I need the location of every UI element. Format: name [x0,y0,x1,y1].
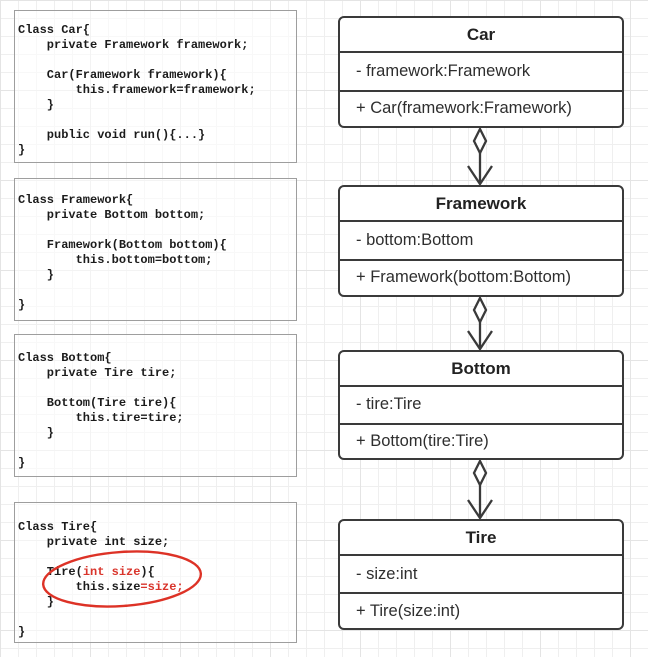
code-line: } [18,98,55,112]
open-arrowhead-icon [467,330,493,352]
code-line: private Bottom bottom; [18,208,206,222]
aggregation-arrow-framework-bottom [467,295,493,352]
aggregation-diamond-icon [472,295,488,325]
ellipse-outline [41,550,203,608]
uml-class-attribute: - size:int [340,556,622,595]
uml-class-tire: Tire - size:int + Tire(size:int) [338,519,624,630]
code-line [18,441,294,456]
aggregation-arrow-bottom-tire [467,458,493,521]
code-line: Car(Framework framework){ [18,68,227,82]
code-line [18,381,294,396]
code-line: Class Bottom{ [18,351,112,365]
code-line: this.size=size; [18,580,184,594]
uml-class-framework: Framework - bottom:Bottom + Framework(bo… [338,185,624,297]
uml-class-title: Framework [340,187,622,222]
uml-class-bottom: Bottom - tire:Tire + Bottom(tire:Tire) [338,350,624,460]
code-line: Class Framework{ [18,193,134,207]
code-line: } [18,426,55,440]
code-line: Bottom(Tire tire){ [18,396,177,410]
code-line [18,113,294,128]
code-line: } [18,595,55,609]
uml-class-method: + Car(framework:Framework) [356,99,572,118]
code-snippet-car: Class Car{ private Framework framework; … [14,10,297,163]
code-line: this.tire=tire; [18,411,184,425]
open-arrowhead-icon [467,499,493,521]
red-ellipse-annotation [41,550,203,608]
code-line: } [18,456,26,470]
code-line: public void run(){...} [18,128,206,142]
uml-class-attribute: - bottom:Bottom [340,222,622,261]
uml-class-title: Tire [340,521,622,556]
code-line [18,53,294,68]
code-snippet-tire: Class Tire{ private int size; Tire(int s… [14,502,297,643]
aggregation-arrow-car-framework [467,126,493,187]
code-line: this.bottom=bottom; [18,253,213,267]
uml-class-method: + Bottom(tire:Tire) [356,431,489,450]
aggregation-diamond-icon [472,458,488,488]
aggregation-diamond-icon [472,126,488,156]
code-line: } [18,625,26,639]
code-line: Framework(Bottom bottom){ [18,238,227,252]
code-snippet-framework: Class Framework{ private Bottom bottom; … [14,178,297,321]
uml-class-method: + Framework(bottom:Bottom) [356,268,572,287]
uml-class-car: Car - framework:Framework + Car(framewor… [338,16,624,128]
code-line: Class Car{ [18,23,91,37]
code-line: Class Tire{ [18,520,98,534]
code-line: } [18,268,55,282]
code-line: private int size; [18,535,170,549]
uml-class-attribute: - framework:Framework [340,53,622,92]
code-line: this.framework=framework; [18,83,256,97]
uml-class-attribute: - tire:Tire [340,387,622,425]
code-line [18,223,294,238]
code-line: } [18,143,26,157]
uml-class-title: Car [340,18,622,53]
uml-class-method: + Tire(size:int) [356,601,461,620]
code-line [18,610,294,625]
uml-class-title: Bottom [340,352,622,387]
code-line: } [18,298,26,312]
code-snippet-bottom: Class Bottom{ private Tire tire; Bottom(… [14,334,297,477]
open-arrowhead-icon [467,165,493,187]
code-line: private Framework framework; [18,38,249,52]
code-line [18,283,294,298]
code-line: private Tire tire; [18,366,177,380]
